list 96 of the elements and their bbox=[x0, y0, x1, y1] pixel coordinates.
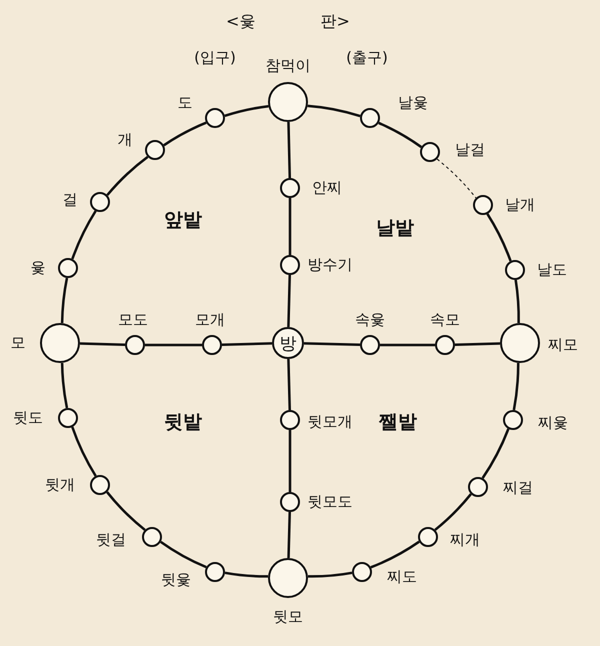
station-label: 뒷모 bbox=[273, 608, 303, 626]
path-line bbox=[304, 342, 360, 346]
large-station-circle: 방 bbox=[272, 327, 304, 359]
station-label: 모도 bbox=[118, 310, 148, 330]
station-circle bbox=[58, 408, 78, 428]
entrance-label: (입구) bbox=[194, 48, 236, 68]
path-line bbox=[486, 213, 512, 262]
region-label: 앞밭 bbox=[164, 208, 202, 233]
dashed-path-line bbox=[436, 158, 476, 198]
path-line bbox=[287, 358, 291, 410]
station-circle bbox=[468, 477, 488, 497]
station-label: 걸 bbox=[62, 190, 78, 210]
station-circle bbox=[418, 527, 438, 547]
station-label: 날윷 bbox=[398, 94, 428, 112]
station-label: 모개 bbox=[195, 310, 225, 330]
path-line bbox=[60, 278, 68, 324]
station-circle bbox=[142, 527, 162, 547]
path-line bbox=[145, 344, 202, 346]
station-circle bbox=[473, 195, 493, 215]
station-label: 뒷모개 bbox=[308, 412, 352, 432]
board-title: <윷 판> bbox=[226, 12, 350, 32]
path-line bbox=[308, 104, 361, 118]
station-circle bbox=[280, 178, 300, 198]
path-line bbox=[482, 428, 510, 479]
path-line bbox=[160, 540, 207, 568]
station-circle bbox=[205, 108, 225, 128]
large-station-circle bbox=[268, 82, 308, 122]
path-line bbox=[71, 210, 97, 260]
station-label: 개 bbox=[118, 130, 132, 150]
station-circle bbox=[360, 108, 380, 128]
station-label: 찌개 bbox=[450, 530, 480, 550]
station-circle bbox=[420, 142, 440, 162]
station-label: 도 bbox=[178, 94, 192, 112]
path-line bbox=[222, 342, 272, 346]
station-circle bbox=[435, 335, 455, 355]
station-circle bbox=[58, 258, 78, 278]
station-label: 뒷윷 bbox=[161, 570, 191, 590]
station-circle bbox=[280, 410, 300, 430]
region-label: 뒷밭 bbox=[164, 410, 202, 435]
path-line bbox=[514, 280, 520, 324]
station-label: 날도 bbox=[537, 260, 567, 280]
station-label: 윷 bbox=[30, 258, 46, 278]
station-circle bbox=[90, 475, 110, 495]
path-line bbox=[308, 572, 352, 578]
station-label: 날개 bbox=[505, 196, 535, 214]
path-line bbox=[454, 342, 500, 346]
station-circle bbox=[503, 410, 523, 430]
station-circle bbox=[280, 492, 300, 512]
path-line bbox=[106, 491, 146, 531]
station-label: 날걸 bbox=[455, 140, 485, 160]
station-circle bbox=[352, 562, 372, 582]
path-line bbox=[224, 572, 268, 578]
station-label: 속모 bbox=[430, 310, 460, 330]
path-line bbox=[288, 430, 292, 492]
station-label: 찌모 bbox=[548, 336, 578, 354]
path-line bbox=[380, 344, 435, 346]
station-circle bbox=[145, 140, 165, 160]
station-circle bbox=[202, 335, 222, 355]
path-line bbox=[378, 122, 422, 148]
station-label: 뒷도 bbox=[13, 408, 43, 428]
path-line bbox=[287, 274, 291, 328]
large-station-circle bbox=[268, 558, 308, 598]
station-circle bbox=[125, 335, 145, 355]
station-label: 참먹이 bbox=[266, 56, 310, 76]
path-line bbox=[370, 540, 420, 568]
station-circle bbox=[505, 260, 525, 280]
path-line bbox=[224, 105, 269, 118]
large-station-circle bbox=[500, 323, 540, 363]
path-line bbox=[106, 156, 148, 196]
large-station-circle bbox=[40, 323, 80, 363]
station-label: 뒷모도 bbox=[308, 492, 352, 512]
station-label: 뒷개 bbox=[45, 476, 75, 494]
path-line bbox=[163, 122, 207, 146]
station-label: 뒷걸 bbox=[96, 530, 126, 550]
exit-label: (출구) bbox=[346, 48, 388, 68]
region-label: 쨀밭 bbox=[379, 410, 417, 435]
path-line bbox=[434, 493, 472, 531]
station-label: 찌걸 bbox=[503, 478, 533, 498]
station-circle bbox=[205, 562, 225, 582]
station-circle bbox=[280, 255, 300, 275]
region-label: 날밭 bbox=[376, 216, 414, 241]
path-line bbox=[288, 198, 292, 255]
path-line bbox=[287, 122, 292, 178]
path-line bbox=[80, 342, 126, 346]
station-label: 찌윷 bbox=[538, 414, 568, 432]
station-circle bbox=[90, 192, 110, 212]
station-label: 방수기 bbox=[308, 256, 352, 274]
path-line bbox=[60, 362, 68, 408]
station-label: 안찌 bbox=[312, 178, 342, 198]
station-label: 찌도 bbox=[387, 568, 417, 586]
path-line bbox=[71, 426, 97, 477]
station-circle bbox=[360, 335, 380, 355]
path-line bbox=[287, 512, 291, 558]
station-label: 모 bbox=[10, 334, 26, 352]
path-line bbox=[512, 362, 520, 410]
station-label: 속윷 bbox=[355, 310, 385, 330]
